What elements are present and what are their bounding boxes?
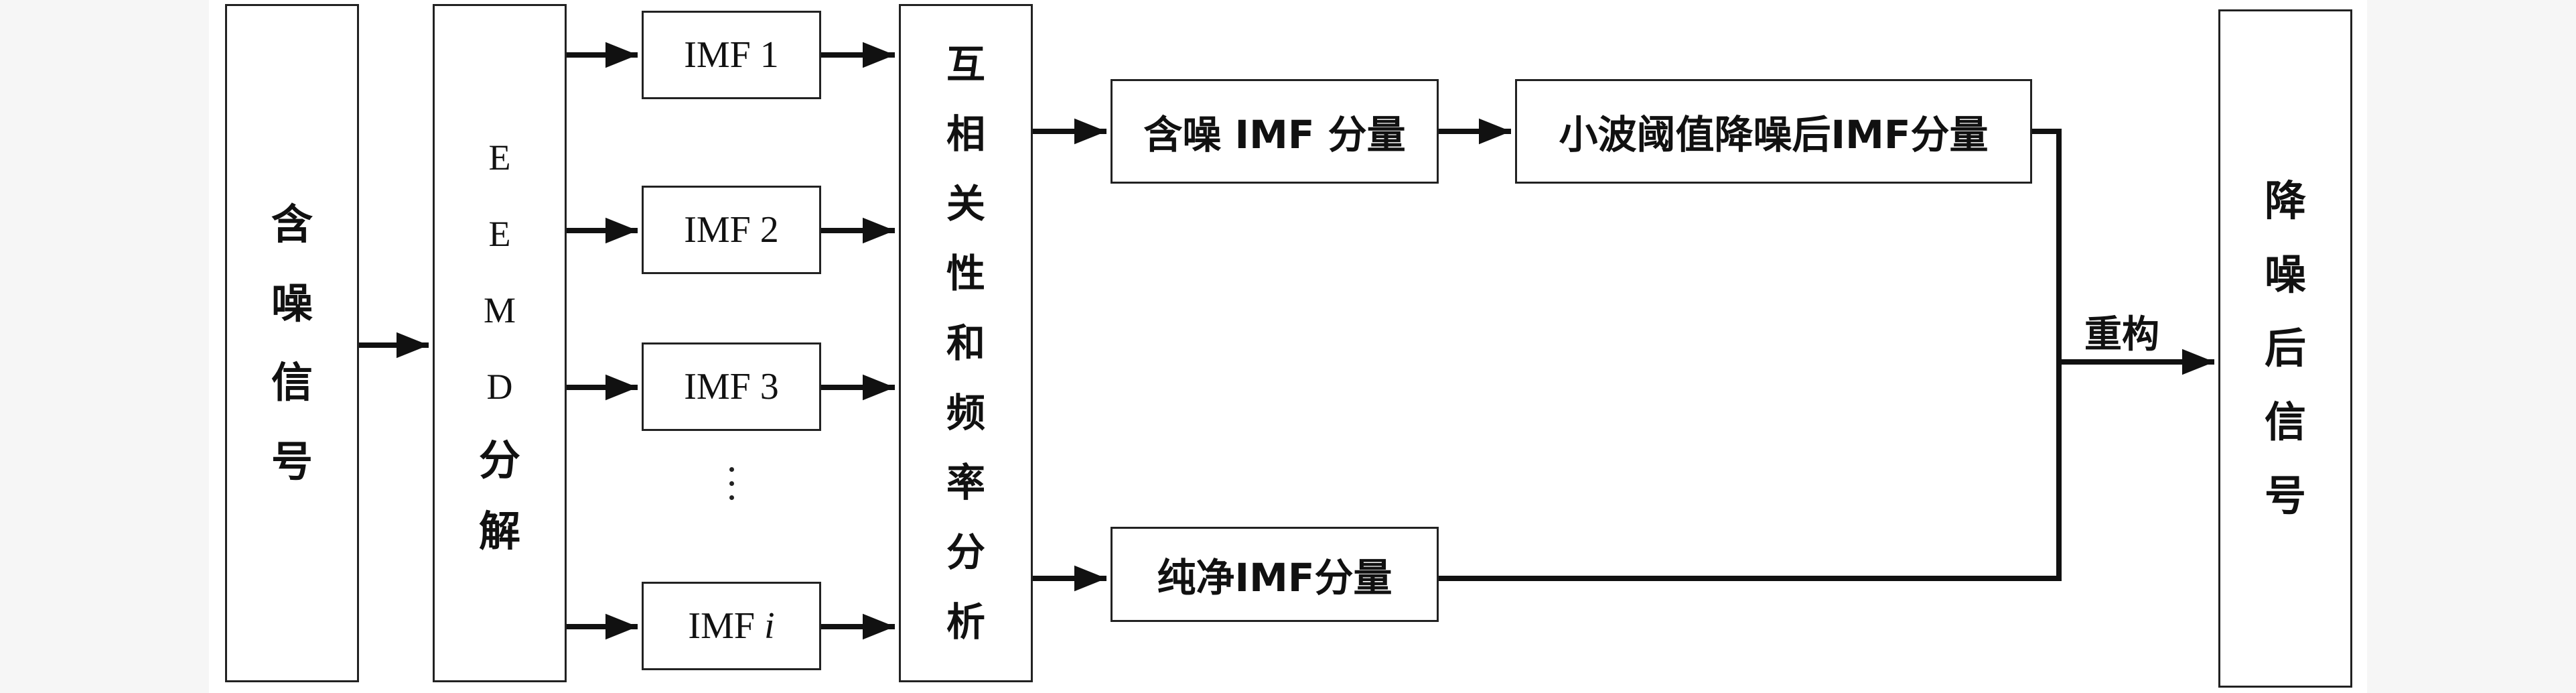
imf-index: 1 <box>760 34 779 76</box>
noisy-signal-box: 含 噪 信 号 <box>225 4 359 682</box>
noisy-imf-box: 含噪 IMF 分量 <box>1111 79 1439 184</box>
imf-2-box: IMF 2 <box>642 186 821 274</box>
eemd-char: 分 <box>478 436 520 485</box>
eemd-char: E <box>488 137 511 178</box>
line-pure-to-merge <box>1439 362 2062 581</box>
analysis-char: 频 <box>946 390 985 436</box>
imf-index: 2 <box>760 209 779 251</box>
imf-name: IMF <box>684 34 751 76</box>
imf-1-box: IMF 1 <box>642 11 821 99</box>
analysis-char: 和 <box>946 320 985 366</box>
wavelet-denoised-imf-box: 小波阈值降噪后IMF分量 <box>1515 79 2032 184</box>
pure-imf-box: 纯净IMF分量 <box>1111 527 1439 622</box>
ellipsis-dots <box>711 462 752 505</box>
eemd-char: M <box>483 290 516 330</box>
imf-name: IMF <box>684 209 751 251</box>
eemd-char: D <box>486 367 513 407</box>
line-wavelet-to-merge <box>2032 129 2062 362</box>
imf-index: 3 <box>760 366 779 407</box>
reconstruct-label: 重构 <box>2084 313 2159 357</box>
pure-imf-label: 纯净IMF分量 <box>1157 555 1392 601</box>
noisy-imf-label: 含噪 IMF 分量 <box>1143 112 1406 158</box>
denoised-signal-char: 降 <box>2264 176 2306 225</box>
denoised-signal-box: 降 噪 后 信 号 <box>2218 9 2352 688</box>
analysis-char: 析 <box>946 599 985 645</box>
wavelet-denoised-imf-label: 小波阈值降噪后IMF分量 <box>1559 112 1989 158</box>
analysis-char: 性 <box>946 251 985 296</box>
analysis-char: 分 <box>946 529 985 575</box>
imf-name: IMF <box>688 605 756 647</box>
denoised-signal-char: 后 <box>2264 324 2306 373</box>
correlation-frequency-analysis-box: 互 相 关 性 和 频 率 分 析 <box>899 4 1033 682</box>
analysis-char: 关 <box>946 181 985 227</box>
imf-3-box: IMF 3 <box>642 342 821 431</box>
noisy-signal-char: 噪 <box>271 279 313 328</box>
imf-index: i <box>764 605 775 647</box>
eemd-char: E <box>488 214 511 254</box>
analysis-char: 互 <box>946 42 985 87</box>
denoised-signal-char: 号 <box>2264 471 2306 520</box>
denoised-signal-char: 噪 <box>2264 250 2306 299</box>
noisy-signal-char: 含 <box>271 200 313 249</box>
noisy-signal-char: 号 <box>271 437 313 486</box>
analysis-char: 率 <box>946 460 985 505</box>
eemd-box: E E M D 分 解 <box>433 4 567 682</box>
noisy-signal-char: 信 <box>271 358 313 407</box>
eemd-char: 解 <box>478 507 520 556</box>
imf-name: IMF <box>684 366 751 407</box>
denoised-signal-char: 信 <box>2264 397 2306 446</box>
imf-i-box: IMF i <box>642 582 821 670</box>
analysis-char: 相 <box>946 111 985 157</box>
